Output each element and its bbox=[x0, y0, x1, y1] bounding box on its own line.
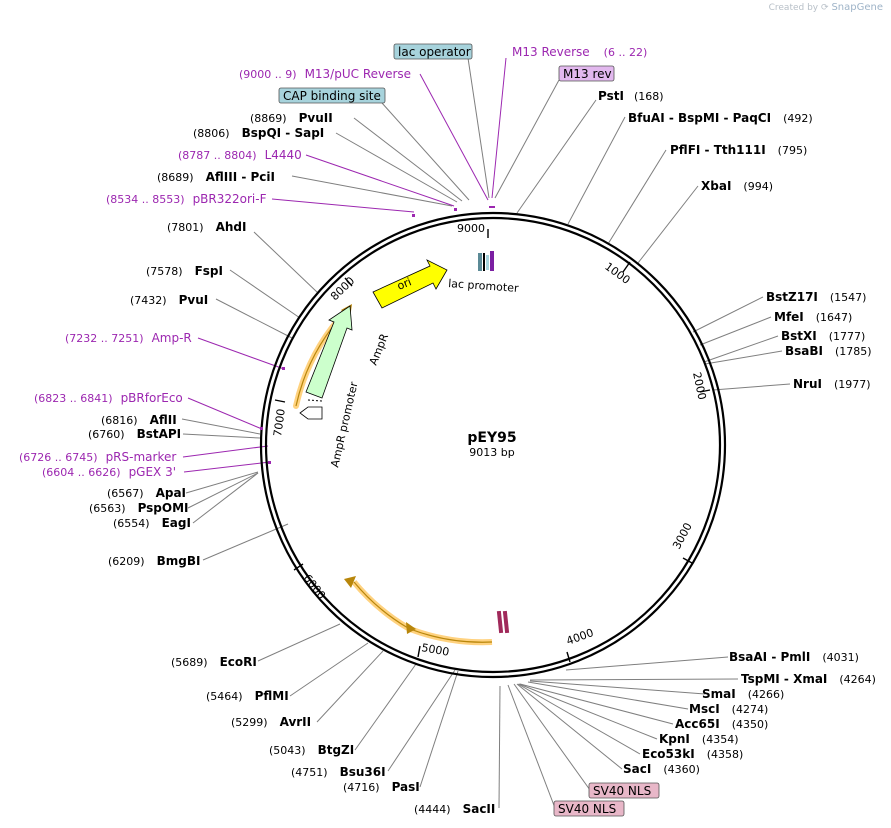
lac-operator-label: lac operator bbox=[398, 45, 471, 59]
site-label: Acc65I(4350) bbox=[675, 717, 768, 731]
created-by-text: Created by bbox=[768, 3, 819, 13]
site-label: (5689)EcoRI bbox=[171, 655, 257, 669]
boxed-labels: lac operator M13 rev CAP binding site SV… bbox=[278, 43, 660, 817]
primer-label: (7232 .. 7251)Amp-R bbox=[65, 331, 192, 345]
primer-label: (6604 .. 6626)pGEX 3' bbox=[42, 465, 176, 479]
leader-lines bbox=[181, 57, 791, 809]
primer-leader-lines bbox=[182, 57, 507, 473]
site-label: BsaAI - PmlI(4031) bbox=[729, 650, 859, 664]
sv40-nls-label-1: SV40 NLS bbox=[593, 784, 651, 798]
primer-label: (6823 .. 6841)pBRforEco bbox=[34, 391, 183, 405]
snapgene-brand: SnapGene bbox=[831, 2, 883, 13]
site-label: PflFI - Tth111I(795) bbox=[670, 143, 807, 157]
cap-binding-site-label: CAP binding site bbox=[283, 89, 381, 103]
site-label: MscI(4274) bbox=[689, 702, 768, 716]
scale-ticks bbox=[274, 229, 711, 663]
site-label: (5043)BtgZI bbox=[269, 743, 354, 757]
ori-label: ori bbox=[395, 275, 413, 292]
site-label: (8869)PvuII bbox=[250, 111, 333, 125]
site-label: (7801)AhdI bbox=[167, 220, 246, 234]
primer-label: (8787 .. 8804)L4440 bbox=[178, 148, 302, 162]
lac-promoter-feature: lac promoter bbox=[448, 251, 520, 295]
site-label: NruI(1977) bbox=[793, 377, 871, 391]
site-label: (6554)EagI bbox=[113, 516, 191, 530]
plasmid-name: pEY95 bbox=[467, 430, 516, 446]
site-label: (8806)BspQI - SapI bbox=[193, 126, 324, 140]
m13-rev-label: M13 rev bbox=[563, 67, 612, 81]
site-label: SmaI(4266) bbox=[702, 687, 784, 701]
site-label: (8689)AflIII - PciI bbox=[157, 170, 275, 184]
site-label: KpnI(4354) bbox=[659, 732, 738, 746]
site-label: BstXI(1777) bbox=[781, 329, 865, 343]
tick-label-7000: 7000 bbox=[271, 408, 288, 438]
plasmid-backbone bbox=[259, 211, 727, 679]
site-label: (5464)PflMI bbox=[206, 689, 289, 703]
tick-label-9000: 9000 bbox=[457, 222, 485, 235]
ori-feature: ori bbox=[372, 259, 448, 309]
site-label: (4716)PasI bbox=[343, 780, 420, 794]
site-label: (4444)SacII bbox=[414, 802, 495, 816]
primer-label: M13 Reverse(6 .. 22) bbox=[512, 45, 647, 59]
tick-label-3000: 3000 bbox=[670, 521, 695, 552]
tick-label-4000: 4000 bbox=[565, 626, 596, 648]
ampr-label: AmpR bbox=[367, 331, 391, 367]
lac-promoter-label: lac promoter bbox=[448, 277, 520, 295]
site-label: (6816)AflII bbox=[101, 413, 177, 427]
site-label: (5299)AvrII bbox=[231, 715, 311, 729]
site-label: MfeI(1647) bbox=[774, 310, 852, 324]
site-label: (6563)PspOMI bbox=[89, 501, 189, 515]
site-label: SacI(4360) bbox=[623, 762, 700, 776]
tick-label-5000: 5000 bbox=[420, 641, 450, 659]
site-label: PstI(168) bbox=[598, 89, 664, 103]
ampr-promoter-label: AmpR promoter bbox=[328, 380, 360, 469]
site-label: (6209)BmgBI bbox=[108, 554, 200, 568]
primer-label: (8534 .. 8553)pBR322ori-F bbox=[106, 192, 267, 206]
plasmid-length: 9013 bp bbox=[469, 446, 514, 459]
tick-label-2000: 2000 bbox=[690, 371, 709, 401]
site-label: BsaBI(1785) bbox=[785, 344, 872, 358]
site-labels-left: (4444)SacII (4716)PasI (4751)Bsu36I (504… bbox=[88, 111, 495, 816]
site-label: (4751)Bsu36I bbox=[291, 765, 386, 779]
site-label: Eco53kI(4358) bbox=[642, 747, 743, 761]
site-label: TspMI - XmaI(4264) bbox=[741, 672, 876, 686]
primer-labels: M13 Reverse(6 .. 22) (9000 .. 9)M13/pUC … bbox=[19, 45, 647, 479]
primer-markers bbox=[260, 206, 495, 464]
sv40-nls-label-2: SV40 NLS bbox=[558, 802, 616, 816]
primer-label: (9000 .. 9)M13/pUC Reverse bbox=[239, 67, 411, 81]
created-by-credit: Created by ⟳ SnapGene bbox=[769, 2, 883, 13]
primer-label: (6726 .. 6745)pRS-marker bbox=[19, 450, 176, 464]
site-labels-right: PstI(168) BfuAI - BspMI - PaqCI(492) Pfl… bbox=[598, 89, 876, 776]
snapgene-logo-icon: ⟳ bbox=[821, 3, 829, 13]
site-label: BfuAI - BspMI - PaqCI(492) bbox=[628, 111, 813, 125]
site-label: (7578)FspI bbox=[146, 264, 223, 278]
site-label: (6760)BstAPI bbox=[88, 427, 181, 441]
site-label: XbaI(994) bbox=[701, 179, 773, 193]
sv40-nls-markers bbox=[496, 610, 510, 634]
site-label: (6567)ApaI bbox=[107, 486, 186, 500]
site-label: (7432)PvuI bbox=[130, 293, 208, 307]
site-label: BstZ17I(1547) bbox=[766, 290, 866, 304]
